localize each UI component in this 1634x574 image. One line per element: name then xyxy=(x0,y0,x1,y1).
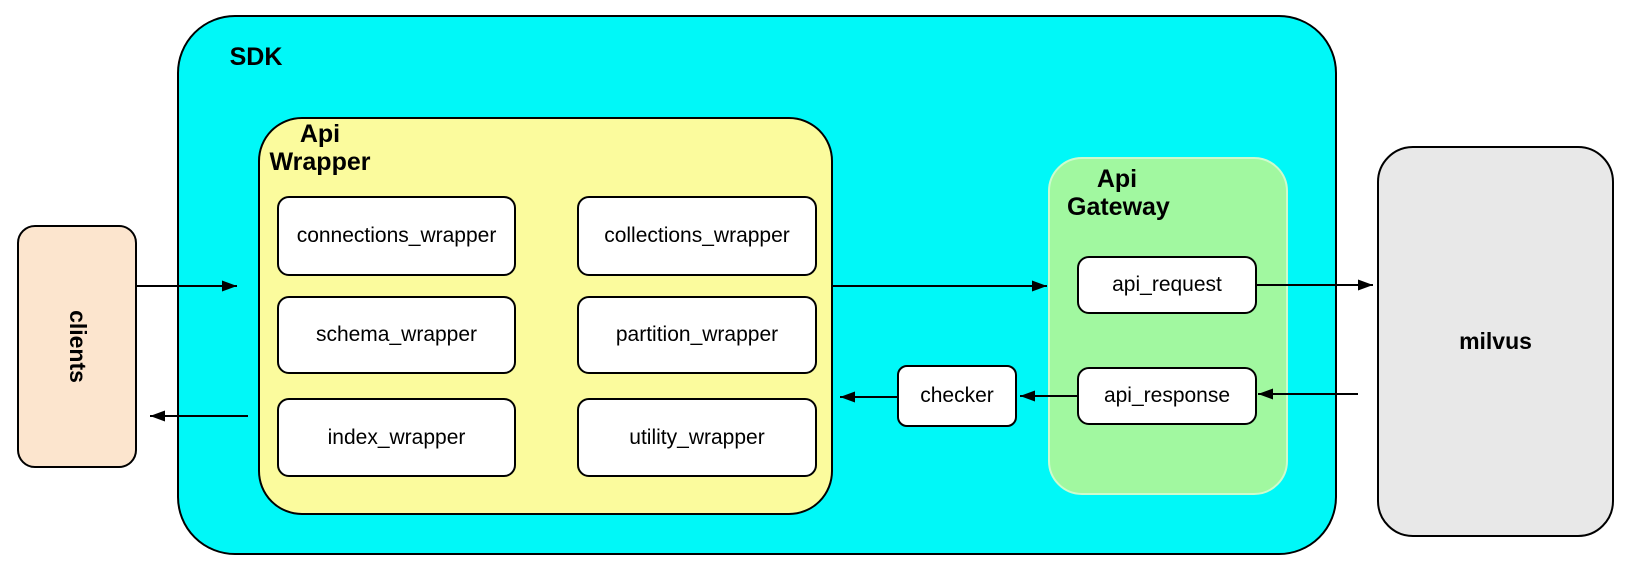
index-wrapper-box: index_wrapper xyxy=(277,398,516,477)
clients-node: clients xyxy=(17,225,137,468)
utility-wrapper-box: utility_wrapper xyxy=(577,398,817,477)
collections-wrapper-box: collections_wrapper xyxy=(577,196,817,276)
api-gateway-container xyxy=(1048,157,1288,495)
checker-box: checker xyxy=(897,365,1017,427)
api-request-box: api_request xyxy=(1077,256,1257,314)
connections-wrapper-box: connections_wrapper xyxy=(277,196,516,276)
schema-wrapper-box: schema_wrapper xyxy=(277,296,516,374)
partition-wrapper-box: partition_wrapper xyxy=(577,296,817,374)
milvus-node: milvus xyxy=(1377,146,1614,537)
api-gateway-label: Api Gateway xyxy=(1067,165,1170,221)
clients-label: clients xyxy=(64,310,91,383)
api-wrapper-label: Api Wrapper xyxy=(269,120,371,176)
milvus-label: milvus xyxy=(1459,328,1532,354)
api-response-box: api_response xyxy=(1077,367,1257,425)
sdk-label: SDK xyxy=(229,43,283,71)
